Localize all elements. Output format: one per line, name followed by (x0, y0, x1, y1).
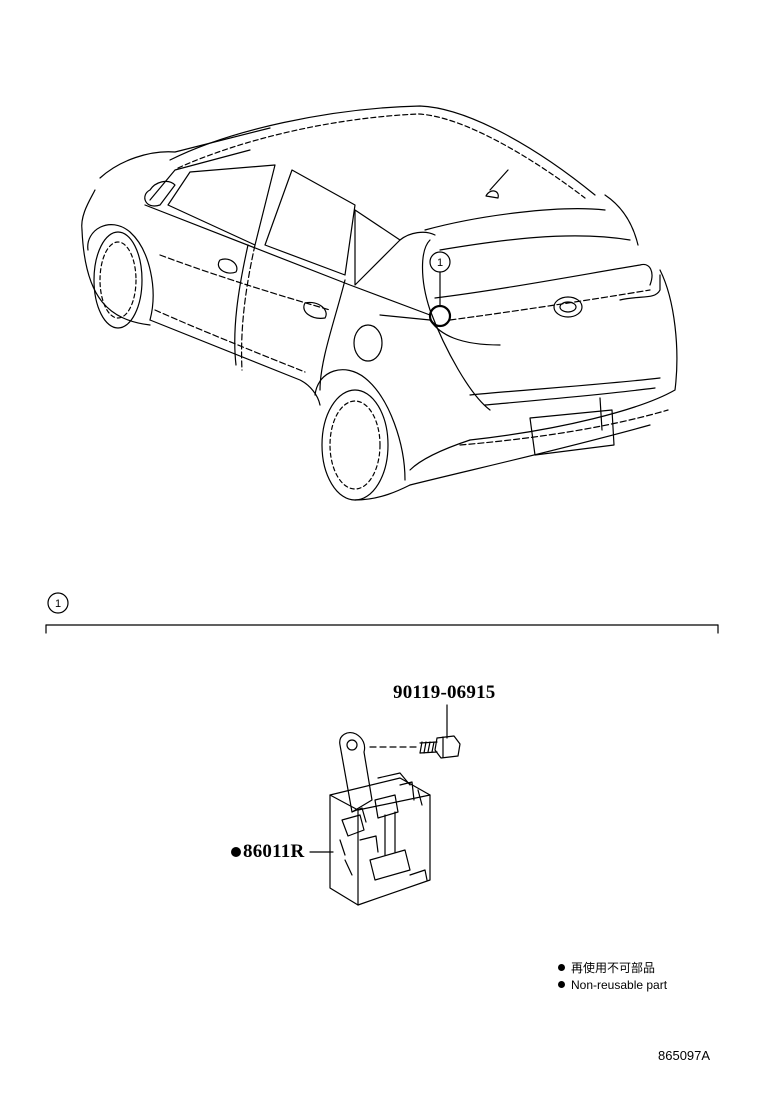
legend-dot-icon (558, 964, 565, 971)
section-callout (47, 592, 69, 614)
legend-dot-icon (558, 981, 565, 988)
section-callout-number: 1 (55, 598, 61, 610)
vehicle-illustration (81, 105, 678, 501)
legend-line-jp: 再使用不可部品 (571, 961, 656, 975)
legend-row-en: Non-reusable part (558, 977, 667, 994)
bolt-part-number: 90119-06915 (393, 682, 496, 703)
legend-row-jp: 再使用不可部品 (558, 960, 667, 977)
bolt-drawing (369, 704, 461, 759)
vehicle-callout-number: 1 (437, 257, 443, 269)
section-bracket (45, 624, 719, 634)
unit-part-number: 86011R (243, 841, 305, 862)
unit-drawing (309, 732, 431, 906)
vehicle-callout (428, 251, 452, 328)
legend-line-en: Non-reusable part (571, 978, 668, 992)
non-reusable-marker (231, 847, 241, 857)
legend: 再使用不可部品 Non-reusable part (558, 960, 667, 994)
illustration-code: 865097A (658, 1048, 711, 1063)
